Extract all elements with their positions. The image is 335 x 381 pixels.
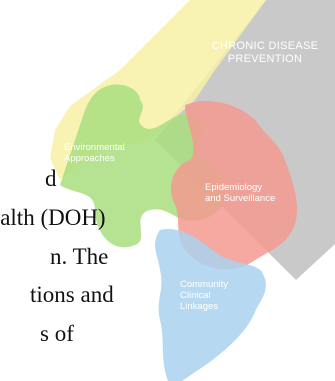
blue-puzzle-piece xyxy=(155,229,266,381)
document-line-4: tions and xyxy=(30,282,114,307)
logo-title: CHRONIC DISEASE PREVENTION xyxy=(211,40,319,65)
green-piece-label: Environmental Approaches xyxy=(64,142,125,164)
red-puzzle-piece xyxy=(170,100,298,270)
document-line-3: n. The xyxy=(50,244,109,269)
document-line-1: d xyxy=(45,166,57,191)
document-line-5: s of xyxy=(40,321,74,346)
document-line-2: ealth (DOH) xyxy=(0,205,106,230)
blue-piece-label: Community Clinical Linkages xyxy=(180,279,229,312)
red-piece-label: Epidemiology and Surveillance xyxy=(205,182,276,204)
